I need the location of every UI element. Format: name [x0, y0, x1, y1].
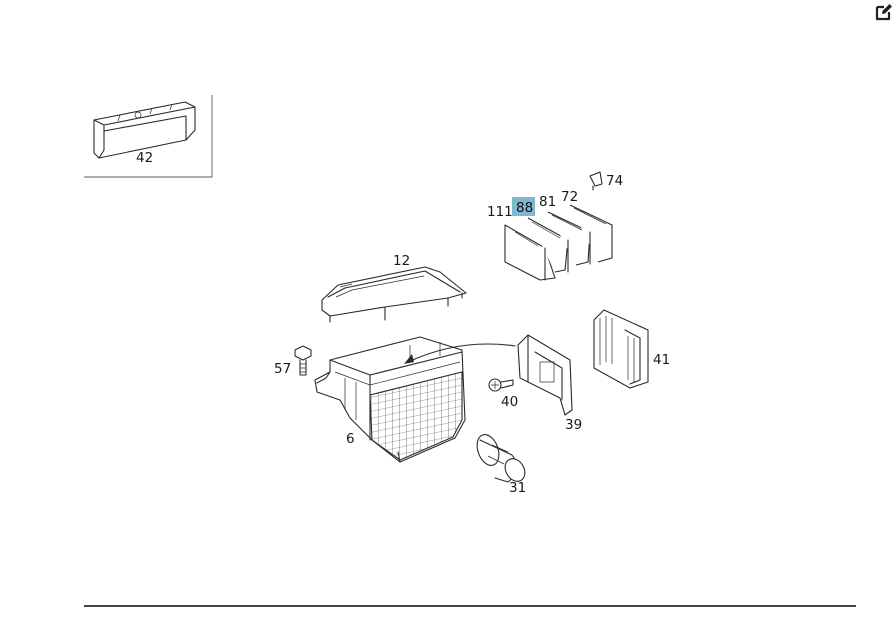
callout-74[interactable]: 74 — [606, 173, 623, 189]
callout-41[interactable]: 41 — [653, 352, 670, 368]
part-40-drawing — [488, 378, 514, 392]
callout-81[interactable]: 81 — [539, 194, 556, 210]
part-74-drawing — [589, 171, 603, 191]
edit-icon — [875, 4, 892, 21]
callout-6[interactable]: 6 — [346, 431, 355, 447]
part-41-drawing — [593, 309, 649, 389]
part-31-drawing — [476, 434, 526, 483]
callout-39[interactable]: 39 — [565, 417, 582, 433]
part-6-drawing — [314, 336, 466, 463]
callout-31[interactable]: 31 — [509, 480, 526, 496]
part-42-drawing — [93, 101, 196, 159]
part-12-drawing — [321, 266, 467, 323]
part-39-drawing — [517, 334, 573, 416]
callout-88[interactable]: 88 — [516, 200, 533, 216]
callout-42[interactable]: 42 — [136, 150, 153, 166]
callout-111[interactable]: 111 — [487, 204, 513, 220]
callout-72[interactable]: 72 — [561, 189, 578, 205]
edit-button[interactable] — [874, 2, 894, 22]
relay-block-drawing — [504, 204, 613, 281]
callout-88-highlight — [512, 197, 535, 216]
callout-57[interactable]: 57 — [274, 361, 291, 377]
part-57-drawing — [294, 345, 312, 376]
callout-12[interactable]: 12 — [393, 253, 410, 269]
inset-frame — [84, 95, 213, 178]
assembly-arrow — [404, 343, 516, 364]
callout-40[interactable]: 40 — [501, 394, 518, 410]
footer-divider — [84, 605, 856, 607]
